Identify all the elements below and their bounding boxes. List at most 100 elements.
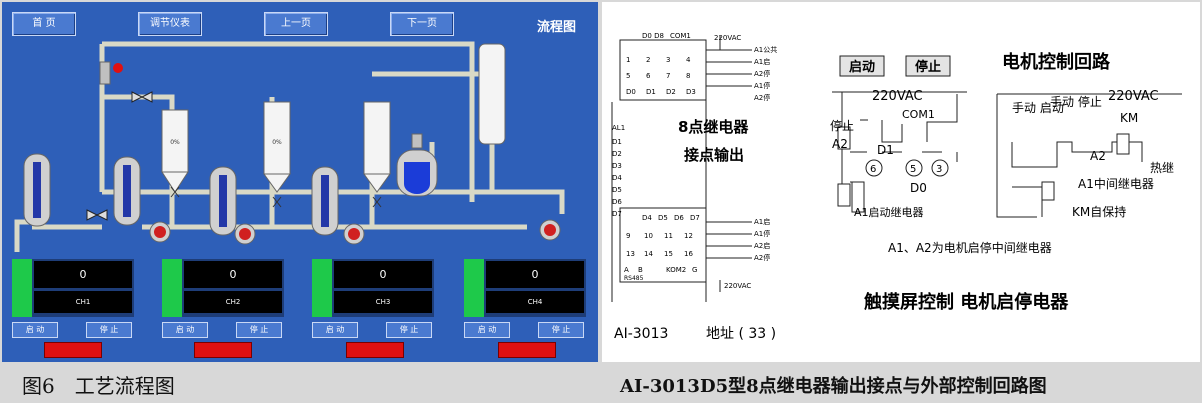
flow-title: 流程图: [537, 20, 577, 35]
channel-value: 0: [334, 261, 432, 288]
cell-5: 5: [626, 72, 630, 80]
term-a1start: A1启: [754, 57, 770, 66]
cell-6: 6: [646, 72, 651, 80]
start-button-3[interactable]: 启 动: [312, 322, 358, 338]
d1-text: D1: [877, 143, 894, 157]
level-bar: [312, 259, 332, 317]
bcell-d6: D6: [674, 214, 684, 222]
channel-panel-1: 0 CH1: [12, 259, 134, 317]
a1-start-relay: A1启动继电器: [854, 206, 924, 219]
stop-button-3[interactable]: 停 止: [386, 322, 432, 338]
channel-label: CH3: [334, 291, 432, 313]
bcell-15: 15: [664, 250, 673, 258]
vac-left: 220VAC: [872, 89, 923, 104]
level-bar: [464, 259, 484, 317]
bterm-vac: 220VAC: [724, 282, 751, 290]
cell-1: 1: [626, 56, 630, 64]
bcell-12: 12: [684, 232, 693, 240]
bcell-d5: D5: [658, 214, 668, 222]
stop-text: 停止: [830, 118, 854, 133]
a2b-text: A2: [1090, 149, 1106, 163]
caption-right: AI-3013D5型8点继电器输出接点与外部控制回路图: [620, 376, 1047, 397]
bcell-10: 10: [644, 232, 653, 240]
col-d1: D1: [612, 138, 622, 146]
wiring-diagram: 启动 停止 D0 D8 COM1 1 2 3 4 5 6 7 8 D0 D1 D…: [602, 2, 1200, 362]
relay-label-1: 8点继电器: [678, 118, 749, 136]
bcell-9: 9: [626, 232, 630, 240]
instrument-button[interactable]: 调节仪表: [138, 12, 202, 36]
term-vac: 220VAC: [714, 34, 741, 42]
channel-panel-3: 0 CH3: [312, 259, 434, 317]
a2-text: A2: [832, 137, 848, 151]
node-3: 3: [936, 164, 942, 175]
alarm-indicator-1: [44, 342, 102, 358]
alarm-indicator-2: [194, 342, 252, 358]
address-label: 地址 ( 33 ): [706, 326, 776, 342]
start-button-1[interactable]: 启 动: [12, 322, 58, 338]
prev-page-button[interactable]: 上一页: [264, 12, 328, 36]
col-d4: D4: [612, 174, 622, 182]
start-button-4[interactable]: 启 动: [464, 322, 510, 338]
level-bar: [12, 259, 32, 317]
node-6: 6: [870, 164, 876, 175]
bcell-g: G: [692, 266, 697, 274]
com1-text: COM1: [902, 108, 935, 121]
bcell-16: 16: [684, 250, 693, 258]
vac-right: 220VAC: [1108, 89, 1159, 104]
cell-7: 7: [666, 72, 670, 80]
term-a1com: A1公共: [754, 45, 777, 54]
vessel-1-pct: 0%: [170, 139, 180, 146]
bcell-b: B: [638, 266, 643, 274]
process-diagram: 0% 0%: [14, 41, 565, 252]
start-button-diagram: [839, 55, 885, 77]
thermal-text: 热继: [1150, 161, 1174, 175]
level-bar: [162, 259, 182, 317]
channel-value: 0: [184, 261, 282, 288]
cell-2: 2: [646, 56, 650, 64]
manual-stop: 手动 停止: [1050, 94, 1102, 109]
channel-label: CH2: [184, 291, 282, 313]
next-page-button[interactable]: 下一页: [390, 12, 454, 36]
cell-d1: D1: [646, 88, 656, 96]
stop-button-4[interactable]: 停 止: [538, 322, 584, 338]
pump-icon: [149, 219, 561, 245]
start-label: 启动: [849, 59, 875, 75]
cell-d0b: D0: [626, 88, 636, 96]
channel-value: 0: [34, 261, 132, 288]
stop-button-2[interactable]: 停 止: [236, 322, 282, 338]
bterm-a2stop: A2停: [754, 253, 770, 262]
term-a2stop: A2停: [754, 69, 770, 78]
touch-title: 触摸屏控制 电机启停电器: [864, 291, 1069, 313]
bcell-d7: D7: [690, 214, 700, 222]
bcell-13: 13: [626, 250, 635, 258]
a1-mid-relay: A1中间继电器: [1078, 176, 1154, 191]
device-model: AI-3013: [614, 326, 668, 342]
cell-d2: D2: [666, 88, 676, 96]
channel-label: CH4: [486, 291, 584, 313]
wiring-svg: 启动 停止 D0 D8 COM1 1 2 3 4 5 6 7 8 D0 D1 D…: [611, 32, 1182, 342]
home-button[interactable]: 首 页: [12, 12, 76, 36]
bcell-a: A: [624, 266, 629, 274]
col-al1: AL1: [612, 124, 625, 132]
channel-panel-4: 0 CH4: [464, 259, 586, 317]
caption-left: 图6 工艺流程图: [22, 374, 175, 398]
col-d3: D3: [612, 162, 622, 170]
stop-button-1[interactable]: 停 止: [86, 322, 132, 338]
hmi-screen: 首 页 调节仪表 上一页 下一页 流程图: [2, 2, 598, 362]
bcell-d4: D4: [642, 214, 652, 222]
alarm-indicator-4: [498, 342, 556, 358]
cell-d3: D3: [686, 88, 696, 96]
stop-button-diagram: [905, 55, 951, 77]
alarm-indicator-3: [346, 342, 404, 358]
term-a1stop: A1停: [754, 81, 770, 90]
km-text: KM: [1120, 111, 1138, 125]
relay-label-2: 接点输出: [684, 146, 744, 164]
cell-4: 4: [686, 56, 691, 64]
bcell-kom2: KOM2: [666, 266, 686, 274]
km-hold: KM自保持: [1072, 204, 1126, 219]
channel-value: 0: [486, 261, 584, 288]
d0-text: D0: [910, 181, 927, 195]
start-button-2[interactable]: 启 动: [162, 322, 208, 338]
figure-caption: 图6 工艺流程图 AI-3013D5型8点继电器输出接点与外部控制回路图: [0, 364, 1202, 403]
cell-3: 3: [666, 56, 670, 64]
